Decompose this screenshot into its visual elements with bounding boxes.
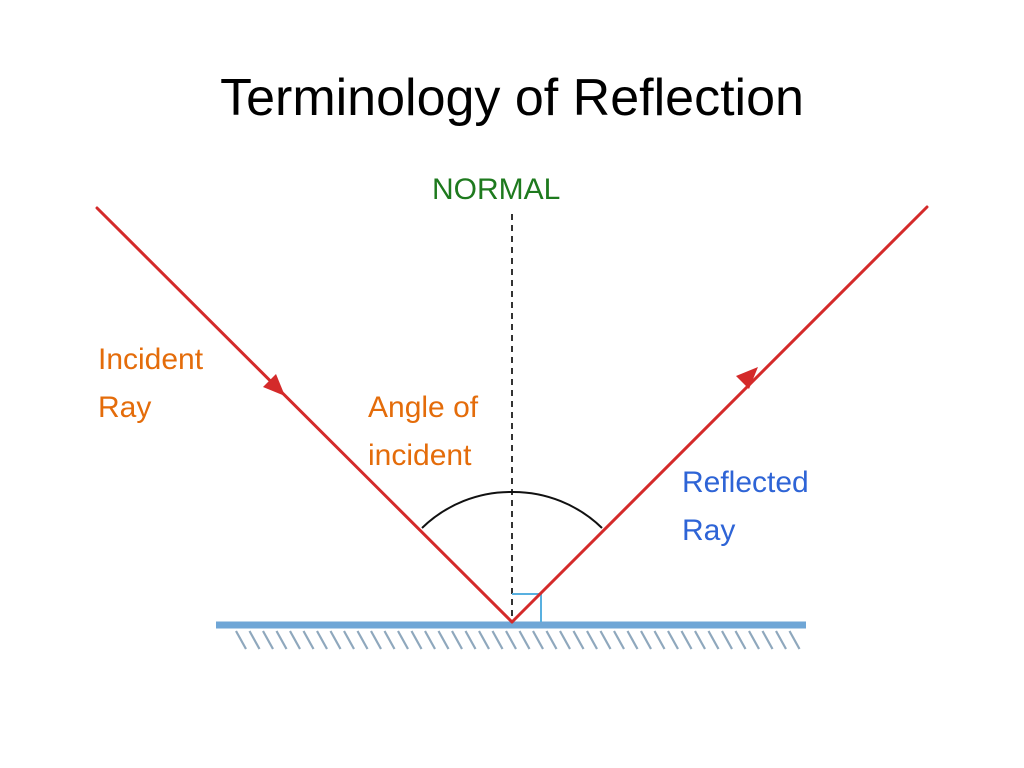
hatch-mark: [451, 630, 463, 650]
hatch-mark: [302, 630, 315, 650]
hatch-mark: [640, 630, 652, 650]
hatch-mark: [262, 630, 274, 650]
incident-ray: [95, 206, 514, 624]
hatch-mark: [410, 630, 423, 650]
hatch-mark: [235, 630, 247, 650]
hatch-mark: [397, 630, 409, 650]
hatch-mark: [667, 630, 679, 650]
hatch-mark: [316, 630, 328, 650]
incident-ray-label: Incident: [98, 343, 204, 376]
angle-of-incidence-label-line2: incident: [368, 439, 472, 472]
incident-ray-arrowhead: [263, 374, 285, 396]
hatch-mark: [613, 630, 625, 650]
hatch-mark: [532, 630, 544, 650]
hatch-mark: [734, 630, 747, 650]
hatch-mark: [559, 630, 571, 650]
hatch-mark: [775, 630, 787, 650]
slide-title: Terminology of Reflection: [220, 69, 804, 127]
hatch-mark: [424, 630, 436, 650]
hatch-mark: [545, 630, 558, 650]
hatch-mark: [626, 630, 639, 650]
hatch-mark: [694, 630, 706, 650]
hatch-mark: [721, 630, 733, 650]
hatch-mark: [572, 630, 585, 650]
angle-of-reflection-arc: [511, 490, 603, 529]
hatch-mark: [788, 630, 801, 650]
hatch-mark: [478, 630, 490, 650]
hatch-mark: [329, 630, 342, 650]
hatch-mark: [370, 630, 382, 650]
normal-label: NORMAL: [432, 173, 561, 206]
angle-of-incidence-label: Angle of: [368, 391, 479, 424]
hatch-mark: [505, 630, 517, 650]
angle-of-incidence-arc: [421, 490, 513, 529]
hatch-mark: [761, 630, 774, 650]
incident-ray-label-line2: Ray: [98, 391, 152, 424]
hatch-mark: [707, 630, 720, 650]
reflected-ray: [510, 205, 929, 624]
hatch-mark: [586, 630, 598, 650]
hatch-mark: [748, 630, 760, 650]
hatch-mark: [491, 630, 504, 650]
hatch-mark: [383, 630, 396, 650]
hatch-mark: [653, 630, 666, 650]
hatch-mark: [518, 630, 531, 650]
reflected-ray-label: Reflected: [682, 466, 809, 499]
mirror-hatching: [235, 630, 801, 650]
hatch-mark: [275, 630, 288, 650]
hatch-mark: [599, 630, 612, 650]
reflected-ray-arrowhead: [736, 367, 758, 389]
hatch-mark: [248, 630, 261, 650]
hatch-mark: [680, 630, 693, 650]
hatch-mark: [464, 630, 477, 650]
hatch-mark: [289, 630, 301, 650]
hatch-mark: [356, 630, 369, 650]
hatch-mark: [343, 630, 355, 650]
hatch-mark: [437, 630, 450, 650]
reflected-ray-label-line2: Ray: [682, 514, 736, 547]
